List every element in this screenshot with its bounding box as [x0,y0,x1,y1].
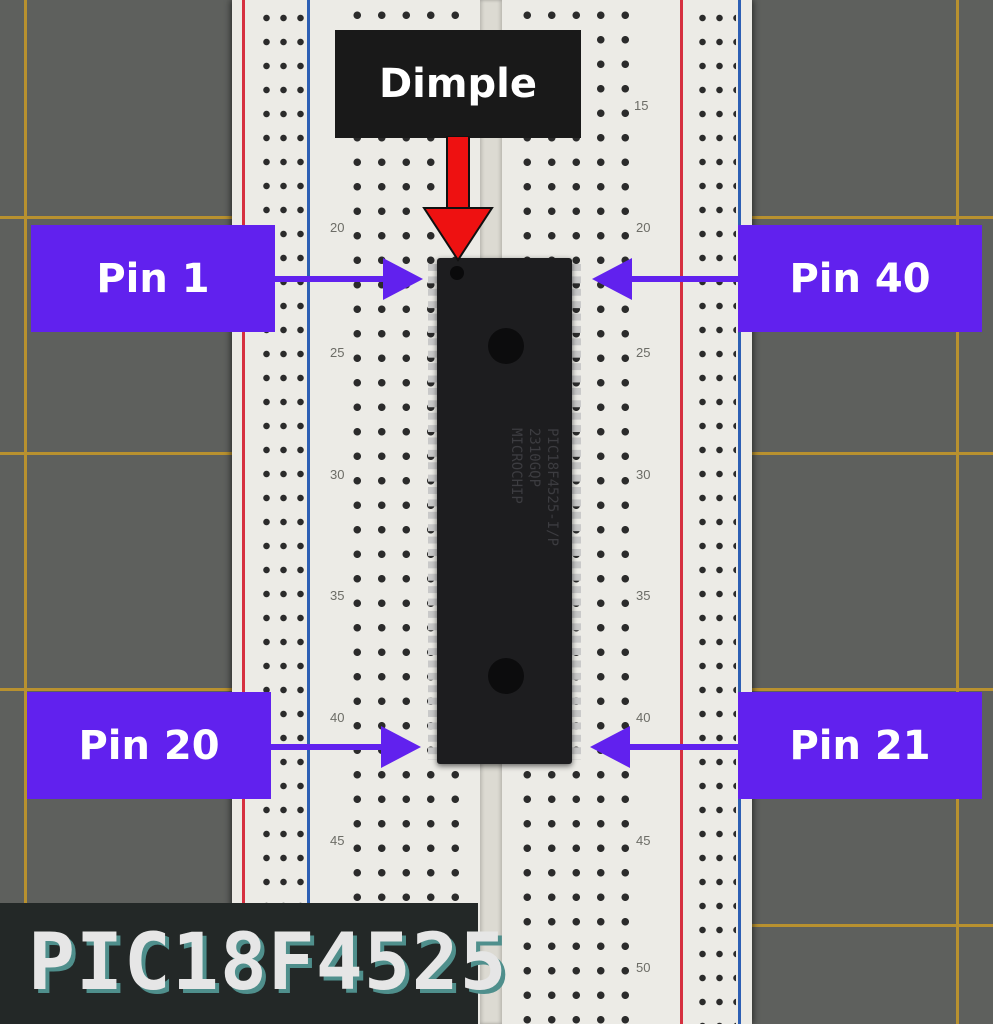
dimple-label: Dimple [335,30,581,138]
pin20-arrow [271,726,421,768]
rail-blue-line-right [738,0,741,1024]
chip-date-code: 2310GQP [526,428,542,488]
chip-brand: MICROCHIP [508,428,524,504]
mold-mark-top [488,328,524,364]
mold-mark-bottom [488,658,524,694]
row-number: 20 [330,220,345,235]
pic-chip: PIC18F4525-I/P 2310GQP MICROCHIP [437,258,572,764]
chip-title: PIC18F4525 [28,918,508,1008]
row-number: 30 [330,467,345,482]
breadboard: 15 20 20 25 25 30 30 35 35 40 40 45 45 5… [232,0,752,1024]
row-number: 35 [636,588,651,603]
dimple-arrow [422,136,494,262]
chip-pins-right [571,264,581,760]
row-number: 25 [636,345,651,360]
pin21-arrow [590,726,740,768]
row-number: 40 [330,710,345,725]
row-number: 25 [330,345,345,360]
row-number: 40 [636,710,651,725]
rail-red-line-left [242,0,245,1024]
pin40-label: Pin 40 [738,225,982,332]
rail-red-line-right [680,0,683,1024]
row-number: 35 [330,588,345,603]
power-rail-left [254,0,304,1024]
row-number: 45 [636,833,651,848]
chip-marking: PIC18F4525-I/P 2310GQP MICROCHIP [491,428,561,628]
pin20-label: Pin 20 [27,692,271,799]
pin1-arrow [275,258,423,300]
row-number: 50 [636,960,651,975]
row-number: 45 [330,833,345,848]
rail-blue-line-left [307,0,310,1024]
title-box [0,903,478,1024]
pin1-dimple [450,266,464,280]
row-number: 20 [636,220,651,235]
pin21-label: Pin 21 [738,692,982,799]
chip-pins-left [428,264,438,760]
power-rail-right [690,0,736,1024]
chip-part-number: PIC18F4525-I/P [544,428,560,547]
pin40-arrow [592,258,740,300]
row-number: 15 [634,98,649,113]
pin1-label: Pin 1 [31,225,275,332]
row-number: 30 [636,467,651,482]
